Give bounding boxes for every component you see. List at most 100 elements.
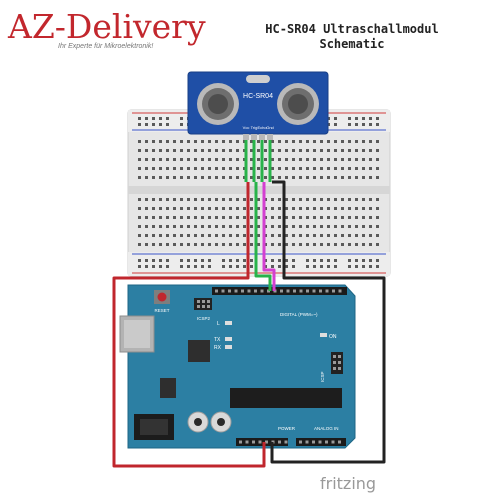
breadboard-hole — [145, 140, 148, 143]
breadboard-hole — [278, 225, 281, 228]
breadboard-hole — [201, 216, 204, 219]
breadboard-hole — [201, 265, 204, 268]
breadboard-hole — [236, 198, 239, 201]
breadboard-hole — [369, 123, 372, 126]
breadboard-hole — [166, 123, 169, 126]
header-pin — [338, 367, 341, 370]
pin-label-echo: Echo — [257, 125, 267, 130]
breadboard-hole — [285, 234, 288, 237]
breadboard-hole — [208, 207, 211, 210]
breadboard-hole — [341, 149, 344, 152]
breadboard-hole — [327, 149, 330, 152]
breadboard-hole — [271, 140, 274, 143]
breadboard-hole — [257, 234, 260, 237]
breadboard-hole — [229, 234, 232, 237]
breadboard-hole — [334, 117, 337, 120]
breadboard-hole — [257, 198, 260, 201]
breadboard-hole — [222, 243, 225, 246]
breadboard-hole — [355, 225, 358, 228]
breadboard-hole — [271, 259, 274, 262]
breadboard-hole — [222, 225, 225, 228]
hc-sr04-sensor: HC-SR04 Vcc Trig Echo Gnd — [187, 71, 329, 140]
breadboard-hole — [334, 167, 337, 170]
breadboard-hole — [299, 198, 302, 201]
reset-label: RESET — [154, 308, 169, 313]
logo-tagline: Ihr Experte für Mikroelektronik! — [58, 43, 154, 50]
breadboard-hole — [313, 149, 316, 152]
breadboard-hole — [355, 198, 358, 201]
breadboard-hole — [152, 234, 155, 237]
breadboard-hole — [215, 158, 218, 161]
breadboard-hole — [348, 225, 351, 228]
breadboard-hole — [334, 234, 337, 237]
breadboard-hole — [145, 259, 148, 262]
breadboard-hole — [278, 149, 281, 152]
breadboard-hole — [201, 234, 204, 237]
breadboard-hole — [327, 167, 330, 170]
breadboard-hole — [215, 176, 218, 179]
sensor-pin-echo — [259, 134, 265, 140]
breadboard-hole — [278, 243, 281, 246]
breadboard-hole — [292, 259, 295, 262]
breadboard-hole — [313, 198, 316, 201]
breadboard-hole — [187, 198, 190, 201]
breadboard-hole — [229, 243, 232, 246]
breadboard-hole — [250, 243, 253, 246]
breadboard-hole — [376, 216, 379, 219]
breadboard-hole — [264, 176, 267, 179]
breadboard-hole — [229, 198, 232, 201]
breadboard-hole — [180, 207, 183, 210]
breadboard-hole — [187, 259, 190, 262]
breadboard-hole — [194, 243, 197, 246]
breadboard-hole — [355, 123, 358, 126]
breadboard-hole — [194, 225, 197, 228]
breadboard-hole — [362, 167, 365, 170]
breadboard-hole — [187, 234, 190, 237]
breadboard-hole — [369, 176, 372, 179]
breadboard-hole — [180, 259, 183, 262]
breadboard-hole — [369, 265, 372, 268]
breadboard-hole — [215, 149, 218, 152]
breadboard-hole — [180, 225, 183, 228]
breadboard-hole — [369, 198, 372, 201]
breadboard-hole — [285, 243, 288, 246]
icsp2-label: ICSP2 — [197, 316, 211, 321]
breadboard-hole — [320, 167, 323, 170]
breadboard-hole — [362, 234, 365, 237]
breadboard-hole — [285, 176, 288, 179]
breadboard-hole — [236, 259, 239, 262]
breadboard-hole — [299, 176, 302, 179]
usb-chip — [188, 340, 210, 362]
breadboard-hole — [173, 234, 176, 237]
breadboard-hole — [159, 198, 162, 201]
breadboard-hole — [222, 259, 225, 262]
breadboard-hole — [243, 243, 246, 246]
header-pin — [278, 440, 281, 444]
breadboard-hole — [138, 167, 141, 170]
breadboard-hole — [222, 140, 225, 143]
breadboard-hole — [159, 207, 162, 210]
pin-label-trig: Trig — [251, 125, 258, 130]
breadboard-hole — [145, 149, 148, 152]
header-pin — [258, 440, 262, 444]
header-pin — [338, 289, 342, 293]
breadboard-hole — [362, 123, 365, 126]
header-pin — [265, 440, 268, 444]
breadboard-hole — [208, 149, 211, 152]
breadboard-hole — [299, 234, 302, 237]
breadboard-hole — [348, 265, 351, 268]
header-pin — [286, 289, 290, 293]
breadboard-hole — [243, 216, 246, 219]
breadboard-hole — [362, 140, 365, 143]
breadboard-hole — [229, 216, 232, 219]
breadboard-hole — [180, 176, 183, 179]
breadboard-hole — [341, 234, 344, 237]
breadboard-hole — [229, 158, 232, 161]
breadboard-hole — [376, 158, 379, 161]
breadboard-hole — [348, 259, 351, 262]
breadboard-hole — [145, 216, 148, 219]
breadboard-hole — [201, 158, 204, 161]
breadboard-hole — [229, 265, 232, 268]
icsp-header — [331, 352, 343, 374]
